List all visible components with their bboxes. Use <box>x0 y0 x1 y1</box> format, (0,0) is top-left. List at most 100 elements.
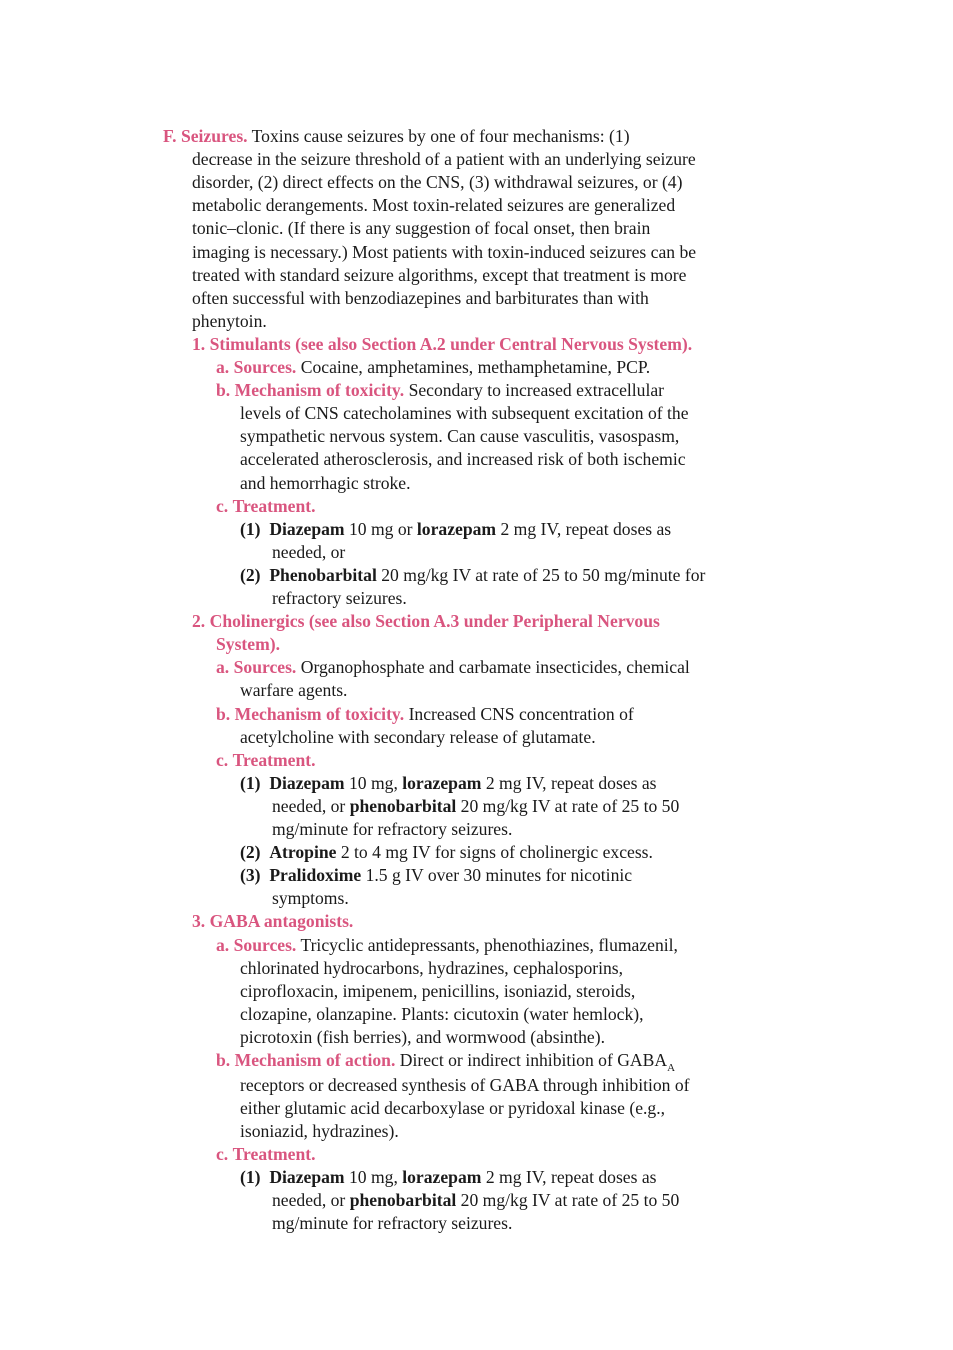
body-text: receptors or decreased synthesis of GABA… <box>240 1074 690 1095</box>
treatment-step: (2) Phenobarbital 20 mg/kg IV at rate of… <box>240 564 705 587</box>
body-text: Cocaine, amphetamines, methamphetamine, … <box>300 357 651 377</box>
body-text: warfare agents. <box>240 680 348 701</box>
body-text: ciprofloxacin, imipenem, penicillins, is… <box>240 980 636 1001</box>
drug-name: phenobarbital <box>349 795 457 816</box>
body-text: tonic–clonic. (If there is any suggestio… <box>192 218 651 239</box>
subsection-3-heading: 3. GABA antagonists. <box>192 910 353 933</box>
item-label: Treatment. <box>232 749 316 770</box>
item-3a: a. Sources. Tricyclic antidepressants, p… <box>216 934 678 957</box>
body-text: 1.5 g IV over 30 minutes for nicotinic <box>365 865 633 886</box>
item-2a: a. Sources. Organophosphate and carbamat… <box>216 656 690 679</box>
item-label: Mechanism of toxicity. <box>234 703 405 724</box>
step-number: (3) <box>240 865 261 886</box>
step-number: (1) <box>240 518 261 539</box>
item-marker: b. <box>216 1050 231 1070</box>
item-marker: b. <box>216 703 231 724</box>
body-text: needed, or <box>272 1190 346 1210</box>
subsection-2-heading: 2. Cholinergics (see also Section A.3 un… <box>192 610 660 633</box>
body-text: picrotoxin (fish berries), and wormwood … <box>240 1026 605 1047</box>
item-2b: b. Mechanism of toxicity. Increased CNS … <box>216 703 634 726</box>
treatment-step: (1) Diazepam 10 mg, lorazepam 2 mg IV, r… <box>240 772 657 795</box>
item-label: Sources. <box>233 934 297 955</box>
body-text: 10 mg, <box>348 1166 398 1187</box>
body-text: 20 mg/kg IV at rate of 25 to 50 mg/minut… <box>381 564 706 585</box>
body-text: 20 mg/kg IV at rate of 25 to 50 <box>460 1190 680 1210</box>
treatment-step: (3) Pralidoxime 1.5 g IV over 30 minutes… <box>240 864 632 887</box>
subsection-3-marker: 3. <box>192 911 206 932</box>
body-text: accelerated atherosclerosis, and increas… <box>240 449 686 470</box>
body-text: either glutamic acid decarboxylase or py… <box>240 1097 666 1118</box>
item-label: Sources. <box>233 657 297 678</box>
item-marker: c. <box>216 495 229 516</box>
item-marker: b. <box>216 380 231 401</box>
section-f-marker: F. <box>163 126 177 146</box>
body-text: Organophosphate and carbamate insecticid… <box>300 657 690 678</box>
drug-name: lorazepam <box>416 518 497 539</box>
item-1a: a. Sources. Cocaine, amphetamines, metha… <box>216 356 650 379</box>
treatment-step: (1) Diazepam 10 mg or lorazepam 2 mg IV,… <box>240 518 671 541</box>
treatment-step: (2) Atropine 2 to 4 mg IV for signs of c… <box>240 841 653 864</box>
item-marker: c. <box>216 1143 229 1164</box>
body-text: mg/minute for refractory seizures. <box>272 1213 513 1234</box>
body-text: Toxins cause seizures by one of four mec… <box>251 126 630 146</box>
drug-name: Diazepam <box>269 1166 345 1187</box>
drug-name: Diazepam <box>269 772 345 793</box>
item-1b: b. Mechanism of toxicity. Secondary to i… <box>216 379 664 402</box>
body-text: imaging is necessary.) Most patients wit… <box>192 241 697 262</box>
subsection-1-marker: 1. <box>192 333 206 354</box>
body-text: clozapine, olanzapine. Plants: cicutoxin… <box>240 1003 644 1024</box>
step-number: (1) <box>240 772 261 793</box>
body-text: 2 mg IV, repeat doses as <box>500 518 672 539</box>
body-text: Increased CNS concentration of <box>408 703 634 724</box>
body-text: 2 to 4 mg IV for signs of cholinergic ex… <box>340 842 653 863</box>
item-1c: c. Treatment. <box>216 495 316 518</box>
treatment-step: (1) Diazepam 10 mg, lorazepam 2 mg IV, r… <box>240 1166 657 1189</box>
body-text: acetylcholine with secondary release of … <box>240 726 596 747</box>
body-text: 2 mg IV, repeat doses as <box>485 1166 657 1187</box>
section-f-line: F. Seizures. Toxins cause seizures by on… <box>163 125 630 148</box>
treatment-step-cont: needed, or phenobarbital 20 mg/kg IV at … <box>272 795 679 818</box>
body-text: metabolic derangements. Most toxin-relat… <box>192 195 676 216</box>
step-number: (1) <box>240 1166 261 1187</box>
body-text: often successful with benzodiazepines an… <box>192 287 649 308</box>
step-number: (2) <box>240 564 261 585</box>
body-text: treated with standard seizure algorithms… <box>192 264 687 285</box>
body-text: Direct or indirect inhibition of GABA <box>399 1050 668 1070</box>
item-3b: b. Mechanism of action. Direct or indire… <box>216 1049 675 1074</box>
item-marker: a. <box>216 657 230 678</box>
subsection-1-title: Stimulants (see also Section A.2 under C… <box>209 333 693 354</box>
body-text: isoniazid, hydrazines). <box>240 1120 399 1141</box>
body-text: sympathetic nervous system. Can cause va… <box>240 426 680 447</box>
item-label: Treatment. <box>232 1143 316 1164</box>
drug-name: Diazepam <box>269 518 345 539</box>
subsection-2-title: Cholinergics (see also Section A.3 under… <box>209 611 660 632</box>
section-f-heading: Seizures. <box>180 126 248 146</box>
body-text: 20 mg/kg IV at rate of 25 to 50 <box>460 795 680 816</box>
item-marker: c. <box>216 749 229 770</box>
body-text: 10 mg, <box>348 772 398 793</box>
subsection-2-marker: 2. <box>192 611 206 632</box>
body-text: 10 mg or <box>348 518 413 539</box>
body-text: Tricyclic antidepressants, phenothiazine… <box>300 934 678 955</box>
drug-name: lorazepam <box>402 772 482 793</box>
item-marker: a. <box>216 934 230 955</box>
body-text: refractory seizures. <box>272 588 407 608</box>
body-text: mg/minute for refractory seizures. <box>272 819 513 839</box>
body-text: and hemorrhagic stroke. <box>240 472 411 493</box>
body-text: symptoms. <box>272 888 349 909</box>
body-text: phenytoin. <box>192 310 267 331</box>
body-text: Secondary to increased extracellular <box>408 380 665 401</box>
item-marker: a. <box>216 357 230 377</box>
drug-name: phenobarbital <box>349 1190 457 1210</box>
drug-name: Phenobarbital <box>269 564 377 585</box>
body-text: chlorinated hydrocarbons, hydrazines, ce… <box>240 957 624 978</box>
subsection-1-heading: 1. Stimulants (see also Section A.2 unde… <box>192 333 692 356</box>
subsection-2-title-cont: System). <box>216 634 281 655</box>
drug-name: Atropine <box>269 842 337 863</box>
item-label: Sources. <box>233 357 297 377</box>
treatment-step-cont: needed, or phenobarbital 20 mg/kg IV at … <box>272 1189 679 1212</box>
body-text: disorder, (2) direct effects on the CNS,… <box>192 172 683 193</box>
item-label: Treatment. <box>232 495 316 516</box>
drug-name: lorazepam <box>402 1166 482 1187</box>
drug-name: Pralidoxime <box>269 865 362 886</box>
